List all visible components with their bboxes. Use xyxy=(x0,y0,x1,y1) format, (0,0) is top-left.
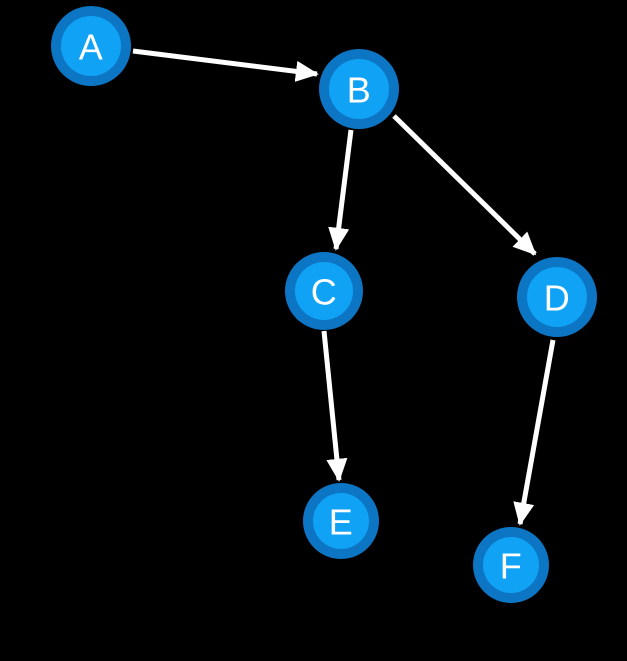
node-label-a: A xyxy=(79,27,104,68)
graph-edge-d-to-f xyxy=(513,339,556,526)
graph-edge-b-to-d xyxy=(392,114,537,256)
node-fill-a xyxy=(61,16,121,76)
graph-node-d[interactable]: D xyxy=(517,257,597,337)
graph-node-c[interactable]: C xyxy=(285,252,363,330)
node-fill-e xyxy=(313,493,369,549)
node-fill-f xyxy=(483,537,539,593)
graph-edge-b-to-c xyxy=(328,129,354,251)
node-label-f: F xyxy=(500,546,523,587)
node-label-e: E xyxy=(329,502,354,543)
graph-node-a[interactable]: A xyxy=(51,6,131,86)
graph-node-f[interactable]: F xyxy=(473,527,549,603)
node-fill-b xyxy=(329,59,389,119)
graph-node-e[interactable]: E xyxy=(303,483,379,559)
node-label-c: C xyxy=(311,272,338,313)
nodes-layer: A B C D E F xyxy=(51,6,597,603)
node-label-b: B xyxy=(347,70,372,111)
graph-edge-a-to-b xyxy=(132,48,319,82)
graph-node-b[interactable]: B xyxy=(319,49,399,129)
node-fill-c xyxy=(295,262,353,320)
node-fill-d xyxy=(527,267,587,327)
node-label-d: D xyxy=(544,278,571,319)
graph-edge-c-to-e xyxy=(321,330,348,482)
edges-layer xyxy=(132,48,556,526)
